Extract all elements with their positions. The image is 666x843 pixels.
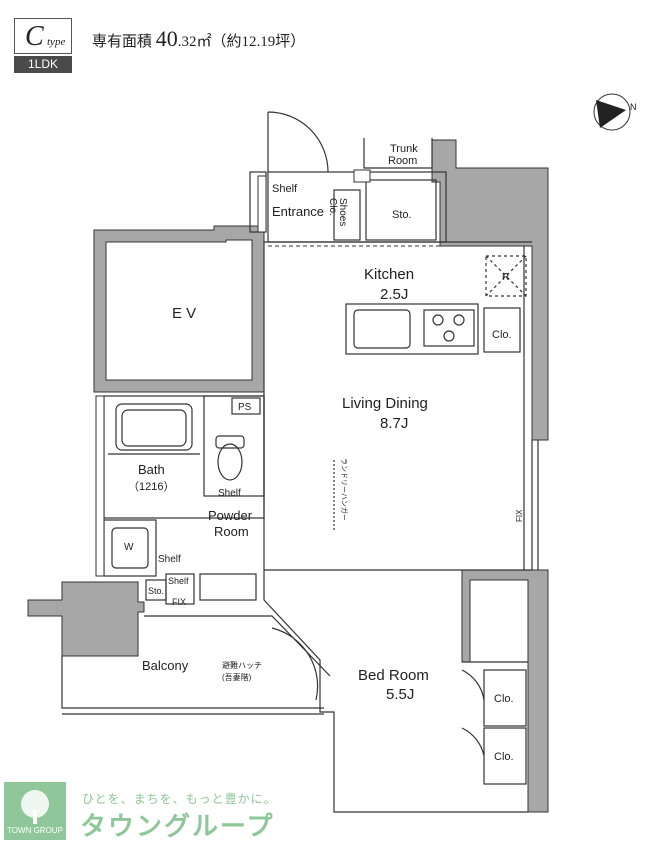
- entrance-shelf-label: Shelf: [272, 183, 298, 195]
- hatch-label-2: (吾妻階): [222, 672, 252, 682]
- fridge-label: R: [502, 272, 509, 283]
- sto-label: Sto.: [392, 209, 412, 221]
- trunk-room-label-2: Room: [388, 155, 417, 167]
- interior-lines: [61, 111, 539, 813]
- balcony-label: Balcony: [142, 658, 189, 673]
- logo-caption: TOWN GROUP: [7, 826, 63, 835]
- small-fix-label: FIX: [172, 597, 186, 607]
- type-badge: C type: [14, 18, 72, 54]
- area-info: 専有面積 40.32㎡（約12.19坪）: [92, 26, 305, 52]
- town-group-logo: [4, 782, 66, 840]
- small-shelf-label: Shelf: [168, 576, 189, 586]
- bath-label: Bath: [138, 462, 165, 477]
- trunk-room-label-1: Trunk: [390, 143, 418, 155]
- living-label: Living Dining: [342, 395, 428, 412]
- shoes-label-2: Clo.: [327, 198, 338, 216]
- plan-header: C type 1LDK 専有面積 40.32㎡（約12.19坪）: [14, 18, 654, 73]
- area-tsubo: （約12.19坪）: [211, 34, 306, 50]
- ps-label: PS: [238, 402, 252, 413]
- toilet-shelf-label: Shelf: [218, 488, 241, 499]
- area-label: 専有面積: [92, 34, 153, 50]
- hatch-walls: [95, 169, 371, 577]
- type-letter: C: [25, 21, 44, 52]
- compass: N: [593, 93, 637, 131]
- living-size-label: 8.7J: [380, 415, 408, 432]
- layout-badge: 1LDK: [14, 56, 72, 73]
- powder-room-label: Room: [214, 524, 249, 539]
- bedroom-clo-label-2: Clo.: [494, 751, 514, 763]
- bedroom-label: Bed Room: [358, 667, 429, 684]
- brand-name: タウングループ: [80, 811, 275, 841]
- kitchen-clo-label: Clo.: [492, 329, 512, 341]
- area-decimal: .32㎡: [177, 34, 212, 50]
- type-sub: type: [47, 36, 66, 48]
- compass-label: N: [630, 102, 637, 112]
- brand-footer: TOWN GROUP ひとを、まちを、もっと豊かに。 タウングループ: [0, 780, 666, 843]
- washer-label: W: [124, 542, 134, 553]
- entrance-label: Entrance: [272, 204, 324, 219]
- hatch-label-1: 避難ハッチ: [222, 660, 262, 670]
- bedroom-clo-label-1: Clo.: [494, 693, 514, 705]
- kitchen-size-label: 2.5J: [380, 286, 408, 303]
- powder-label: Powder: [208, 508, 253, 523]
- washer-shelf-label: Shelf: [158, 554, 181, 565]
- shoes-label-1: Shoes: [337, 198, 348, 226]
- room-labels: Trunk Room Shelf Entrance Shoes Clo. Sto…: [124, 143, 524, 763]
- bath-size-label: （1216）: [128, 480, 174, 493]
- area-value: 40: [155, 26, 178, 51]
- kitchen-label: Kitchen: [364, 266, 414, 283]
- structure-walls: [27, 139, 549, 813]
- small-sto-label: Sto.: [148, 586, 164, 596]
- fix-right-label: FIX: [515, 509, 524, 522]
- laundry-hanger-label: ランドリーハンガー: [340, 458, 349, 521]
- ev-label: E V: [172, 305, 196, 322]
- bedroom-size-label: 5.5J: [386, 686, 414, 703]
- brand-slogan: ひとを、まちを、もっと豊かに。: [82, 792, 277, 806]
